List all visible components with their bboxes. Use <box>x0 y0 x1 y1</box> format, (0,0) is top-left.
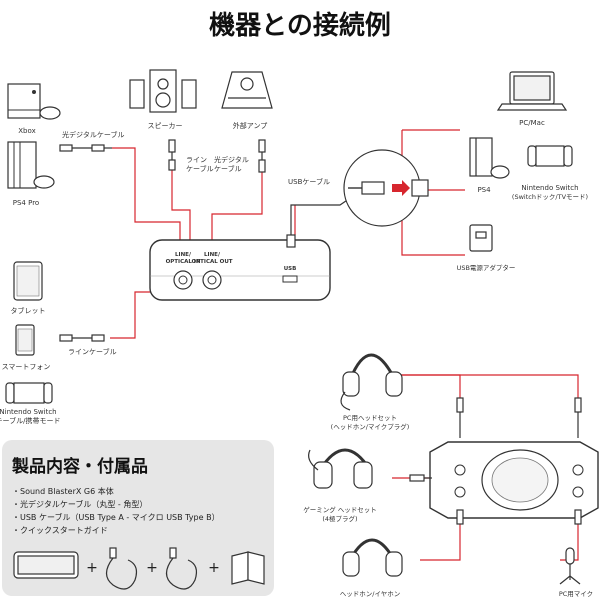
g6-unit-small-icon <box>13 551 79 579</box>
external-amp-label: 外部アンプ <box>233 121 268 130</box>
page-title: 機器との接続例 <box>209 10 391 41</box>
optical-cable-top-label-2: ケーブル <box>214 164 242 173</box>
xbox-console-icon <box>7 83 61 120</box>
plus-2: + <box>146 560 158 576</box>
optical-cable-top-label-1: 光デジタル <box>214 155 249 164</box>
pc-headset-label-2: (ヘッドホン/マイクプラグ) <box>331 422 410 431</box>
usb-power-adapter-icon <box>469 224 493 252</box>
tablet-icon <box>13 261 43 301</box>
smartphone-icon <box>15 324 35 356</box>
port-line-in-label-2: OPTICAL IN <box>166 259 201 265</box>
headphones-icon <box>342 538 403 577</box>
line-cable-top-label-2: ケーブル <box>186 164 214 173</box>
switch-dock-icon <box>527 145 573 167</box>
speaker-label: スピーカー <box>148 122 183 130</box>
contents-item-4: ・クイックスタートガイド <box>12 525 108 535</box>
pc-mac-label: PC/Mac <box>519 119 545 127</box>
pc-mic-label: PC用マイク <box>559 590 593 598</box>
front-jack-cables-icon <box>409 397 582 525</box>
optical-cable-left-label: 光デジタルケーブル <box>62 130 124 139</box>
headphones-label: ヘッドホン/イヤホン <box>340 590 401 598</box>
switch-handheld-label-1: Nintendo Switch <box>0 408 57 416</box>
switch-dock-label-1: Nintendo Switch <box>521 184 578 192</box>
port-line-out-label-2: OPTICAL OUT <box>191 259 232 265</box>
optical-cable-top-icon <box>258 139 266 173</box>
pc-mic-icon <box>559 547 581 585</box>
quick-start-guide-icon <box>231 551 265 585</box>
plus-1: + <box>86 560 98 576</box>
ps4-pro-console-icon <box>7 141 55 189</box>
contents-heading: 製品内容・付属品 <box>11 456 148 477</box>
optical-cable-left-icon <box>59 144 112 152</box>
ps4-label: PS4 <box>477 186 491 194</box>
usb-cable-small-icon <box>165 547 198 590</box>
line-cable-left-icon <box>59 334 105 342</box>
gaming-headset-label-2: (4極プラグ) <box>322 514 357 523</box>
gaming-headset-icon <box>308 448 373 489</box>
contents-item-3: ・USB ケーブル（USB Type A - マイクロ USB Type B） <box>12 512 220 522</box>
contents-item-2: ・光デジタルケーブル（丸型 - 角型） <box>12 499 147 509</box>
line-cable-top-icon <box>168 139 176 171</box>
gaming-headset-label-1: ゲーミング ヘッドセット <box>303 505 377 514</box>
external-amp-icon <box>221 71 273 109</box>
line-cable-left-label: ラインケーブル <box>68 347 117 356</box>
tablet-label: タブレット <box>11 306 46 315</box>
switch-dock-label-2: (Switchドック/TVモード) <box>512 193 588 201</box>
switch-handheld-icon <box>5 382 53 404</box>
xbox-label: Xbox <box>18 127 35 135</box>
g6-unit-rear <box>149 239 331 301</box>
laptop-icon <box>496 71 568 111</box>
ps4-console-icon <box>469 137 510 179</box>
g6-unit-front <box>429 441 599 519</box>
usb-adapter-label: USB電源アダプター <box>457 263 516 272</box>
switch-handheld-label-2: テーブル/携帯モード <box>0 416 60 425</box>
plus-3: + <box>208 560 220 576</box>
port-line-in-label-1: LINE/ <box>175 252 192 258</box>
contents-item-1: ・Sound BlasterX G6 本体 <box>12 486 114 496</box>
pc-headset-label-1: PC用ヘッドセット <box>343 414 397 422</box>
ps4-pro-label: PS4 Pro <box>13 199 39 207</box>
port-line-out-label-1: LINE/ <box>204 252 221 258</box>
line-cable-top-label-1: ライン <box>186 156 207 164</box>
pc-headset-icon <box>340 353 403 411</box>
optical-cable-small-icon <box>105 547 138 590</box>
usb-plug-zoom-icon <box>343 149 429 227</box>
smartphone-label: スマートフォン <box>2 363 51 371</box>
usb-cable-label: USBケーブル <box>288 177 330 186</box>
port-usb-label: USB <box>284 266 297 272</box>
speaker-icon <box>129 69 197 113</box>
